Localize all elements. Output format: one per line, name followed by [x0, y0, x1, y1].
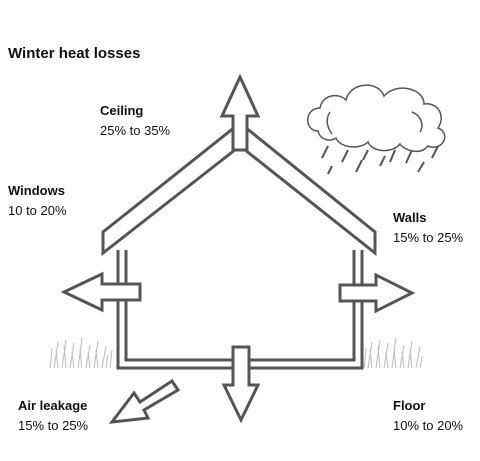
grass-right [363, 337, 423, 369]
walls-name: Walls [393, 210, 427, 225]
diagram-title: Winter heat losses [8, 45, 141, 62]
windows-name: Windows [8, 183, 65, 198]
air-leakage-label: Air leakage 15% to 25% [18, 396, 88, 436]
ceiling-value: 25% to 35% [100, 123, 171, 138]
ceiling-label: Ceiling 25% to 35% [100, 101, 170, 141]
walls-arrow-icon [338, 272, 416, 314]
air-leakage-arrow-icon [108, 378, 181, 424]
floor-name: Floor [393, 398, 426, 413]
ceiling-name: Ceiling [100, 103, 144, 118]
air-leakage-name: Air leakage [18, 398, 88, 413]
windows-value: 10 to 20% [8, 203, 67, 218]
grass-left [49, 337, 113, 369]
windows-arrow-icon [60, 271, 142, 313]
rain-cloud-icon [307, 84, 446, 175]
air-leakage-value: 15% to 25% [18, 418, 89, 433]
windows-label: Windows 10 to 20% [8, 181, 67, 221]
walls-label: Walls 15% to 25% [393, 208, 463, 248]
floor-value: 10% to 20% [393, 418, 464, 433]
walls-value: 15% to 25% [393, 230, 464, 245]
ceiling-arrow-icon [219, 73, 261, 152]
floor-label: Floor 10% to 20% [393, 396, 463, 436]
floor-arrow-icon [221, 345, 261, 424]
